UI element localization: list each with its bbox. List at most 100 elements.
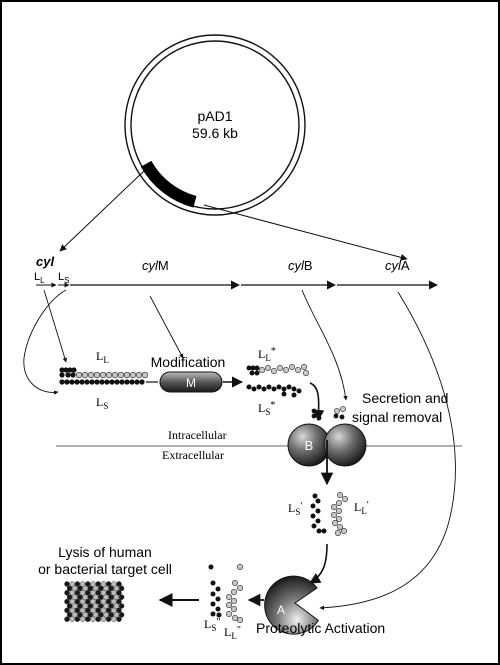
pore-bead xyxy=(64,616,70,622)
pore-bead xyxy=(74,590,81,596)
pore-bead xyxy=(116,616,122,622)
plasmid-size: 59.6 kb xyxy=(192,125,238,141)
modification-label: Modification xyxy=(151,354,226,370)
LS-gene-label: LS xyxy=(58,271,69,285)
expand-arrow-left xyxy=(59,170,145,252)
pore-bead xyxy=(100,616,107,622)
pore-bead xyxy=(64,607,70,614)
pore-bead xyxy=(103,594,109,600)
LS-label: LS xyxy=(96,395,108,411)
svg-text:LS: LS xyxy=(58,271,69,285)
pore-bead xyxy=(69,590,75,596)
pore-bead xyxy=(113,612,120,618)
enzyme-B-label: B xyxy=(305,438,314,453)
cylM-expression-arrow xyxy=(149,295,184,359)
pore-bead xyxy=(92,594,99,600)
pore-bead xyxy=(118,585,125,592)
LL-expression-arrow xyxy=(43,289,67,363)
pore-bead xyxy=(77,612,83,618)
pore-bead xyxy=(77,585,83,592)
secretion-entry-arrow xyxy=(309,382,325,422)
pore-bead xyxy=(79,616,86,622)
pore-bead xyxy=(92,585,99,592)
pore-bead xyxy=(111,616,117,622)
pore-bead xyxy=(90,581,96,587)
pore-bead xyxy=(79,598,86,605)
pore-bead xyxy=(90,590,96,596)
pore-bead xyxy=(90,598,96,605)
pore-bead xyxy=(72,594,78,600)
pore-bead xyxy=(87,585,94,592)
pore-bead xyxy=(64,598,70,605)
LS-precursor-peptide xyxy=(59,379,145,385)
pore-bead xyxy=(113,585,120,592)
LL-gene-label: LL xyxy=(34,271,45,285)
cylB-transporter: B xyxy=(287,423,367,467)
LS-prime-label: LS' xyxy=(288,501,302,517)
pore-bead xyxy=(116,581,122,587)
pore-bead xyxy=(85,598,91,605)
pore-bead xyxy=(100,598,107,605)
pore-bead xyxy=(82,603,88,609)
pore-bead xyxy=(69,581,75,587)
LL-star-peptide xyxy=(246,363,309,376)
pore-bead xyxy=(105,616,112,622)
pore-bead xyxy=(111,581,117,587)
pore-bead xyxy=(118,603,125,609)
proteolytic-activation-label: Proteolytic Activation xyxy=(256,620,385,636)
pore-bead xyxy=(77,603,83,609)
cylM-gene-label: cylM xyxy=(142,258,169,273)
pore-bead xyxy=(108,612,114,618)
cylB-gene-label: cylB xyxy=(288,258,313,273)
LL-star-label: LL* xyxy=(258,346,276,363)
pore-bead xyxy=(72,612,78,618)
cylA-gene-label: cylA xyxy=(385,258,410,273)
pore-bead xyxy=(74,581,81,587)
pore-bead xyxy=(72,585,78,592)
LL-dprime-label: LL" xyxy=(224,625,241,641)
pore-bead xyxy=(85,616,91,622)
pore-bead xyxy=(82,612,88,618)
pore-bead xyxy=(64,581,70,587)
pore-bead xyxy=(113,603,120,609)
LL-precursor-peptide xyxy=(59,367,149,379)
pore-bead xyxy=(85,581,91,587)
enzyme-A-label: A xyxy=(277,603,285,617)
pore-bead xyxy=(105,590,112,596)
pore-bead xyxy=(100,590,107,596)
pore-bead xyxy=(111,590,117,596)
pore-bead xyxy=(66,594,73,600)
activation-input-arrow xyxy=(309,543,328,584)
LL-dprime-peptide xyxy=(226,563,244,623)
intracellular-label: Intracellular xyxy=(168,428,227,442)
LS-dprime-peptide xyxy=(208,564,222,618)
pore-bead xyxy=(92,603,99,609)
pore-bead xyxy=(72,603,78,609)
extracellular-label: Extracellular xyxy=(162,448,224,462)
pore-bead xyxy=(108,585,114,592)
cylB-expression-arrow xyxy=(301,289,348,401)
svg-text:LL: LL xyxy=(34,271,45,285)
pore-bead xyxy=(98,585,104,592)
pore-bead xyxy=(66,603,73,609)
pore-bead xyxy=(105,607,112,614)
pore-bead xyxy=(111,598,117,605)
pore-bead xyxy=(82,594,88,600)
LL-prime-peptide xyxy=(330,491,348,536)
LS-prime-peptide xyxy=(310,493,327,534)
cylA-protease: A xyxy=(264,575,319,635)
pore-bead xyxy=(64,590,70,596)
pore-bead xyxy=(66,585,73,592)
pore-bead xyxy=(108,603,114,609)
pore-bead xyxy=(116,598,122,605)
pore-bead xyxy=(79,581,86,587)
pore-bead xyxy=(118,594,125,600)
pore-bead xyxy=(103,603,109,609)
cylM-enzyme: M xyxy=(159,371,223,393)
pore-bead xyxy=(113,594,120,600)
secretion-label-line1: Secretion and xyxy=(362,390,448,406)
lysis-label-line2: or bacterial target cell xyxy=(38,561,172,577)
pore-bead xyxy=(116,607,122,614)
